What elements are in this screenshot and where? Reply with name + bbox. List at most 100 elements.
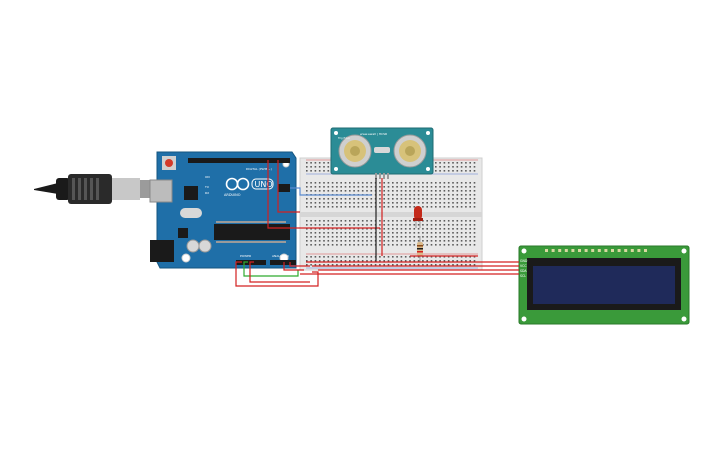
breadboard-hole[interactable] xyxy=(306,206,308,208)
breadboard-hole[interactable] xyxy=(327,182,330,184)
breadboard-hole[interactable] xyxy=(366,202,368,204)
resistor[interactable] xyxy=(417,236,423,262)
breadboard-hole[interactable] xyxy=(387,236,390,238)
breadboard-hole[interactable] xyxy=(400,256,403,258)
breadboard-hole[interactable] xyxy=(318,244,321,246)
breadboard-hole[interactable] xyxy=(422,202,424,204)
breadboard-hole[interactable] xyxy=(306,198,308,200)
breadboard-hole[interactable] xyxy=(447,244,450,246)
breadboard-hole[interactable] xyxy=(409,264,411,266)
breadboard-hole[interactable] xyxy=(379,228,381,230)
breadboard-hole[interactable] xyxy=(379,260,381,262)
breadboard-hole[interactable] xyxy=(383,198,385,200)
breadboard-hole[interactable] xyxy=(469,220,471,222)
breadboard-hole[interactable] xyxy=(447,232,450,234)
breadboard-hole[interactable] xyxy=(409,236,411,238)
breadboard-hole[interactable] xyxy=(473,202,476,204)
breadboard-hole[interactable] xyxy=(456,228,459,230)
breadboard-hole[interactable] xyxy=(400,186,403,188)
breadboard-hole[interactable] xyxy=(422,236,424,238)
breadboard-hole[interactable] xyxy=(439,232,441,234)
breadboard-hole[interactable] xyxy=(344,220,347,222)
breadboard-hole[interactable] xyxy=(331,232,334,234)
breadboard-hole[interactable] xyxy=(426,256,428,258)
breadboard-hole[interactable] xyxy=(430,244,433,246)
breadboard-hole[interactable] xyxy=(370,206,373,208)
breadboard-hole[interactable] xyxy=(460,244,463,246)
breadboard-hole[interactable] xyxy=(318,202,321,204)
breadboard-hole[interactable] xyxy=(310,220,312,222)
breadboard-hole[interactable] xyxy=(452,224,454,226)
breadboard-hole[interactable] xyxy=(422,240,424,242)
breadboard-hole[interactable] xyxy=(370,228,373,230)
breadboard-hole[interactable] xyxy=(310,244,312,246)
breadboard-hole[interactable] xyxy=(361,198,364,200)
breadboard-hole[interactable] xyxy=(469,194,471,196)
breadboard-hole[interactable] xyxy=(473,264,476,266)
breadboard-hole[interactable] xyxy=(435,190,437,192)
breadboard-hole[interactable] xyxy=(314,170,317,172)
breadboard-hole[interactable] xyxy=(318,198,321,200)
breadboard-hole[interactable] xyxy=(456,170,459,172)
breadboard-hole[interactable] xyxy=(340,220,342,222)
wire-green[interactable] xyxy=(243,261,299,277)
breadboard-hole[interactable] xyxy=(318,260,321,262)
breadboard-hole[interactable] xyxy=(417,264,420,266)
breadboard-hole[interactable] xyxy=(422,190,424,192)
breadboard-hole[interactable] xyxy=(409,228,411,230)
breadboard-hole[interactable] xyxy=(396,228,398,230)
breadboard-hole[interactable] xyxy=(353,224,355,226)
breadboard-hole[interactable] xyxy=(473,256,476,258)
breadboard-hole[interactable] xyxy=(314,198,317,200)
breadboard-hole[interactable] xyxy=(396,194,398,196)
breadboard-hole[interactable] xyxy=(344,236,347,238)
breadboard-hole[interactable] xyxy=(314,244,317,246)
breadboard-hole[interactable] xyxy=(443,232,446,234)
breadboard-hole[interactable] xyxy=(443,162,446,164)
breadboard-hole[interactable] xyxy=(456,232,459,234)
breadboard-hole[interactable] xyxy=(336,260,338,262)
breadboard-hole[interactable] xyxy=(400,228,403,230)
breadboard-hole[interactable] xyxy=(310,170,312,172)
breadboard-hole[interactable] xyxy=(383,186,385,188)
breadboard-hole[interactable] xyxy=(306,224,308,226)
breadboard-hole[interactable] xyxy=(379,182,381,184)
breadboard-hole[interactable] xyxy=(447,182,450,184)
breadboard-hole[interactable] xyxy=(336,256,338,258)
breadboard-hole[interactable] xyxy=(383,264,385,266)
breadboard-hole[interactable] xyxy=(404,182,407,184)
breadboard-hole[interactable] xyxy=(452,256,454,258)
breadboard-hole[interactable] xyxy=(456,256,459,258)
breadboard-hole[interactable] xyxy=(452,166,454,168)
breadboard-hole[interactable] xyxy=(439,240,441,242)
breadboard-hole[interactable] xyxy=(473,232,476,234)
breadboard-hole[interactable] xyxy=(340,186,342,188)
breadboard-hole[interactable] xyxy=(417,224,420,226)
breadboard-hole[interactable] xyxy=(460,224,463,226)
breadboard-hole[interactable] xyxy=(336,206,338,208)
breadboard-hole[interactable] xyxy=(344,256,347,258)
breadboard-hole[interactable] xyxy=(357,206,360,208)
wire-red[interactable] xyxy=(277,160,300,213)
breadboard-hole[interactable] xyxy=(452,232,454,234)
breadboard-hole[interactable] xyxy=(426,202,428,204)
breadboard-hole[interactable] xyxy=(413,198,416,200)
breadboard-hole[interactable] xyxy=(314,236,317,238)
breadboard-hole[interactable] xyxy=(349,224,351,226)
breadboard-hole[interactable] xyxy=(383,240,385,242)
breadboard-hole[interactable] xyxy=(370,202,373,204)
breadboard-hole[interactable] xyxy=(465,224,467,226)
breadboard-hole[interactable] xyxy=(396,186,398,188)
breadboard-hole[interactable] xyxy=(323,166,325,168)
breadboard-hole[interactable] xyxy=(400,244,403,246)
breadboard-hole[interactable] xyxy=(460,264,463,266)
breadboard-hole[interactable] xyxy=(357,190,360,192)
breadboard-hole[interactable] xyxy=(422,198,424,200)
breadboard-hole[interactable] xyxy=(404,206,407,208)
breadboard-hole[interactable] xyxy=(426,224,428,226)
breadboard-hole[interactable] xyxy=(374,264,377,266)
breadboard-hole[interactable] xyxy=(469,236,471,238)
breadboard-hole[interactable] xyxy=(473,162,476,164)
breadboard-hole[interactable] xyxy=(306,220,308,222)
breadboard-hole[interactable] xyxy=(306,260,308,262)
